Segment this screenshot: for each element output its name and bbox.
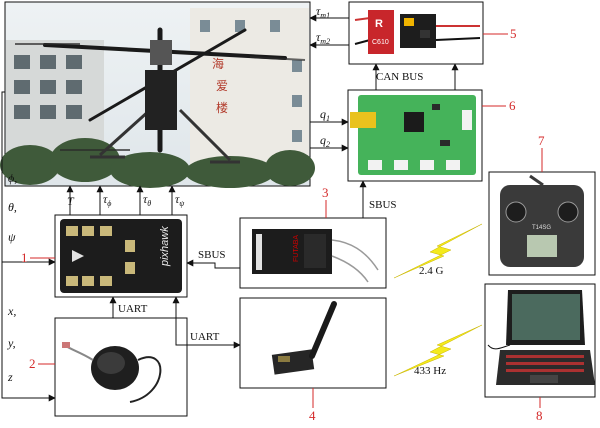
number-4: 4 [309, 408, 316, 423]
flight-controller-box: pixhawk [54, 214, 188, 298]
receiver-brand: FUTABA [293, 235, 300, 262]
state-psi: ψ [8, 230, 16, 244]
signal-tau-phi: τϕ [103, 192, 111, 208]
receiver-box: FUTABA [239, 217, 387, 289]
state-x: x, [7, 304, 16, 318]
transmitter-model: T14SG [532, 225, 551, 231]
label-uart-bottom: UART [190, 331, 220, 343]
gps-box [54, 317, 188, 417]
motor-driver-box: R C610 [348, 1, 484, 65]
number-5: 5 [510, 26, 517, 41]
signal-tau-m2: τm2 [316, 30, 330, 46]
number-8: 8 [536, 408, 543, 423]
lightning-bolt-rc [393, 223, 483, 279]
number-1: 1 [21, 250, 28, 265]
lightning-bolt-telemetry [393, 324, 483, 377]
motor-driver-logo: R [375, 18, 383, 30]
number-6: 6 [509, 98, 516, 113]
building-sign-1: 海 [212, 56, 224, 71]
signal-thrust: T [67, 194, 75, 208]
signal-tau-theta: τθ [143, 192, 151, 208]
laptop-box [484, 283, 596, 398]
signal-tau-m1: τm1 [316, 4, 330, 20]
drone-photo: 海 爱 楼 [0, 1, 315, 188]
number-7: 7 [538, 133, 545, 148]
signal-q1: q1 [320, 107, 330, 123]
state-phi: ϕ, [8, 171, 17, 185]
label-sbus-left: SBUS [198, 249, 226, 261]
telemetry-box [239, 297, 387, 389]
label-can-bus: CAN BUS [376, 71, 423, 83]
label-uart-top: UART [118, 303, 148, 315]
state-theta: θ, [8, 200, 17, 214]
motor-driver-model: C610 [372, 39, 389, 46]
label-sbus-top: SBUS [369, 199, 397, 211]
signal-tau-psi: τψ [175, 192, 185, 208]
signal-q2: q2 [320, 133, 330, 149]
rc-transmitter-box: T14SG [488, 171, 596, 276]
state-z: z [7, 370, 13, 384]
number-2: 2 [29, 356, 36, 371]
state-y: y, [7, 336, 16, 350]
building-sign-2: 爱 [216, 79, 228, 93]
can-board-box [347, 89, 483, 182]
building-sign-3: 楼 [216, 100, 228, 115]
label-freq-rc: 2.4 G [419, 265, 444, 277]
flight-controller-logo: pixhawk [159, 226, 171, 267]
number-3: 3 [322, 185, 329, 200]
label-freq-telemetry: 433 Hz [414, 365, 446, 377]
